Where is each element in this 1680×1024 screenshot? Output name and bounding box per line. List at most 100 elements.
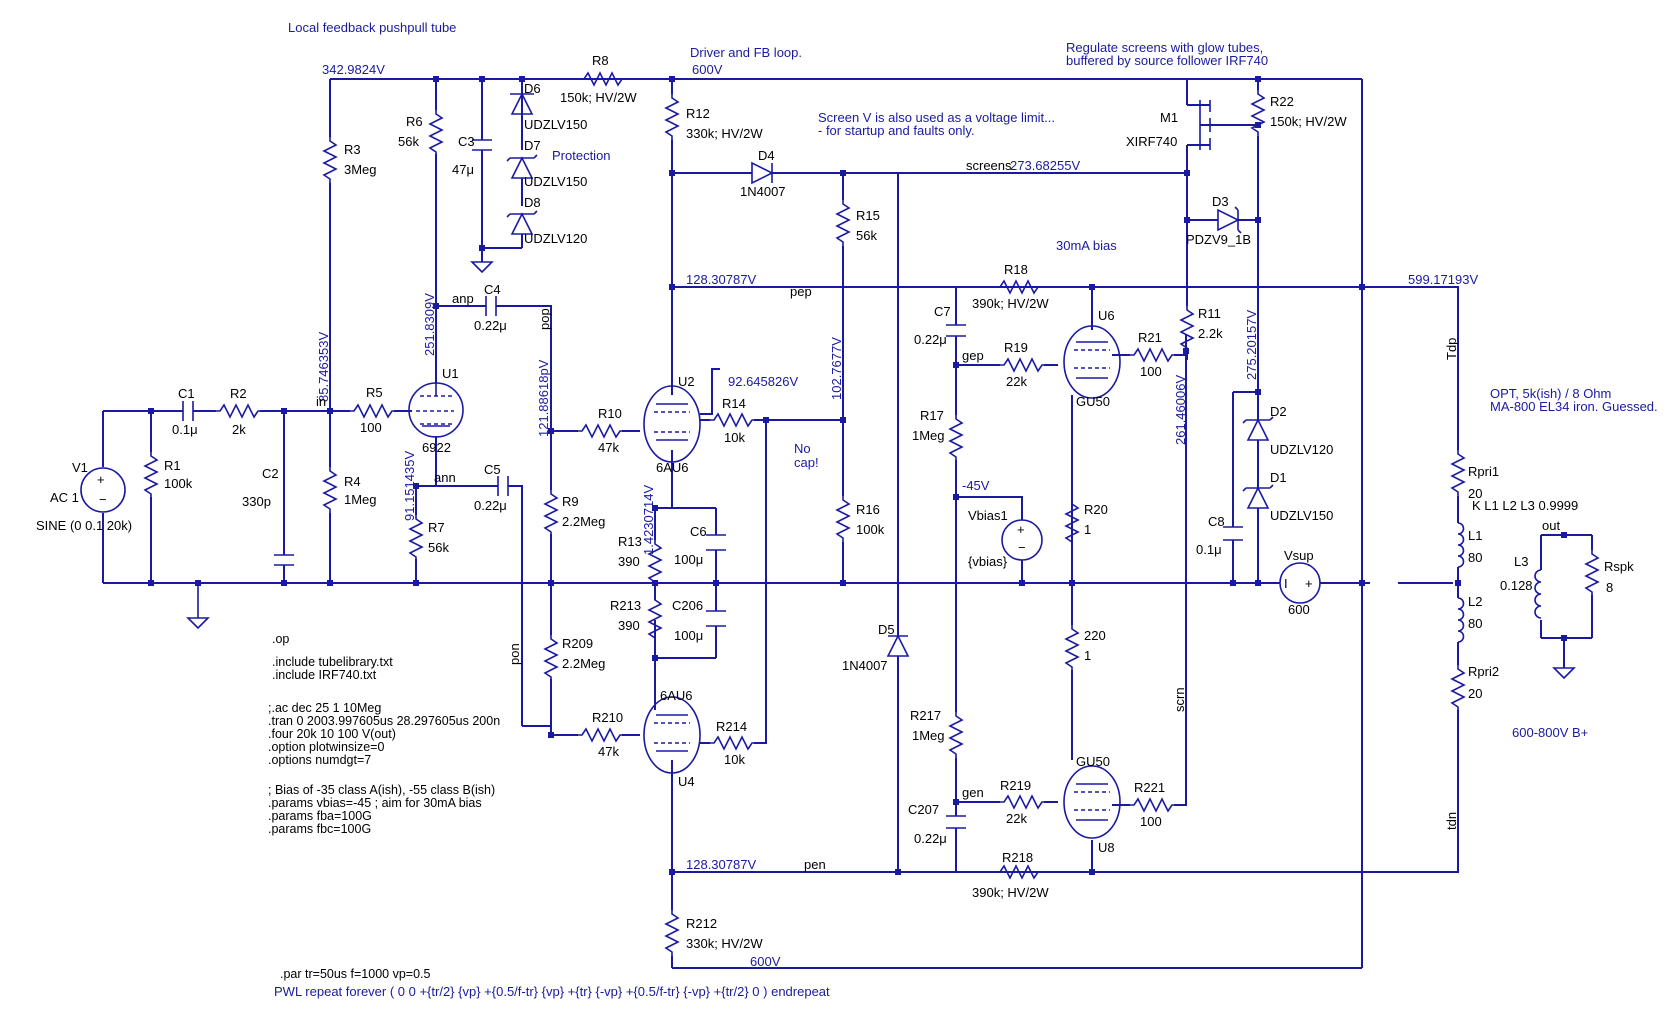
label-l1-value: 80 [1468,550,1482,565]
label-r213-name: R213 [610,598,641,613]
label-r6-value: 56k [398,134,419,149]
directive-9: .params vbias=-45 ; aim for 30mA bias [268,796,482,810]
label-d4-name: D4 [758,148,775,163]
label-u8-name: U8 [1098,840,1115,855]
voltage-600-top: 600V [692,62,723,77]
net-tdp: Tdp [1444,338,1459,360]
label-c4-value: 0.22μ [474,318,507,333]
label-r219-name: R219 [1000,778,1031,793]
label-d1-name: D1 [1270,470,1287,485]
directive-7: .options numdgt=7 [268,753,371,767]
net-anp: anp [452,291,474,306]
resistor-r212 [664,910,680,956]
label-vsup-value: 600 [1288,602,1310,617]
label-r22-value: 150k; HV/2W [1270,114,1347,129]
capacitor-c206 [706,610,726,627]
resistor-r12 [664,94,680,140]
label-r19-value: 22k [1006,374,1027,389]
svg-text:I: I [1284,576,1288,591]
label-d8-value: UDZLV120 [524,231,587,246]
resistor-r217 [948,712,964,758]
inductor-l2 [1457,597,1465,643]
label-vsup-name: Vsup [1284,548,1314,563]
resistor-r17 [948,415,964,460]
directive-12: .par tr=50us f=1000 vp=0.5 [280,967,431,981]
label-d7-value: UDZLV150 [524,174,587,189]
label-v1-extra: SINE (0 0.1 20k) [36,518,132,533]
resistor-r2 [216,403,260,419]
svg-text:−: − [1018,540,1026,555]
svg-text:+: + [1305,576,1313,591]
label-r214-value: 10k [724,752,745,767]
label-u4-name: U4 [678,774,695,789]
label-u2-value: 6AU6 [656,460,689,475]
label-r19-name: R19 [1004,340,1028,355]
label-r20-name: R20 [1084,502,1108,517]
label-r221-name: R221 [1134,780,1165,795]
directive-0: .op [272,632,289,646]
resistor-r11 [1179,306,1195,352]
comment-screenv-1: Screen V is also used as a voltage limit… [818,110,1055,125]
voltage-u1-plate: 251.8309V [422,293,437,356]
label-r12-name: R12 [686,106,710,121]
component-labels: V1 AC 1 SINE (0 0.1 20k) R1 100k C1 0.1μ… [36,53,1634,951]
net-ann: ann [434,470,456,485]
label-r14-value: 10k [724,430,745,445]
label-v1-value: AC 1 [50,490,79,505]
label-r6-name: R6 [406,114,423,129]
label-r3-value: 3Meg [344,162,377,177]
inductor-l3 [1534,569,1542,619]
label-r209-name: R209 [562,636,593,651]
label-c2-name: C2 [262,466,279,481]
tube-u6 [1063,325,1121,399]
zener-d6 [510,92,534,140]
label-r13-value: 390 [618,554,640,569]
resistor-r22 [1250,90,1266,136]
label-r212-value: 330k; HV/2W [686,936,763,951]
capacitor-c3 [472,139,492,151]
label-r10-value: 47k [598,440,619,455]
resistor-rpri1 [1450,450,1466,496]
label-rpri1-name: Rpri1 [1468,464,1499,479]
directive-2: .include IRF740.txt [272,668,377,682]
voltage-right-top: 599.17193V [1408,272,1478,287]
label-r4-name: R4 [344,474,361,489]
resistor-r16 [835,496,851,542]
comment-nocap-1: No [794,441,811,456]
label-l2-name: L2 [1468,594,1482,609]
label-c5-name: C5 [484,462,501,477]
net-in: in [316,394,326,409]
net-labels: in anp ann pep pen gep gen screens out p… [316,158,1560,872]
resistor-r14 [710,412,754,428]
label-v1-name: V1 [72,460,88,475]
label-d4-value: 1N4007 [740,184,786,199]
svg-text:−: − [99,492,107,507]
label-r212-name: R212 [686,916,717,931]
resistor-r221 [1130,797,1174,813]
label-d2-name: D2 [1270,404,1287,419]
label-c7-value: 0.22μ [914,332,947,347]
label-r14-name: R14 [722,396,746,411]
label-r213-value: 390 [618,618,640,633]
sources: +− +− I+ [80,467,1321,604]
label-r210-name: R210 [592,710,623,725]
label-l3-name: L3 [1514,554,1528,569]
resistor-rspk [1584,550,1600,595]
directive-1: .include tubelibrary.txt [272,655,393,669]
tube-u4 [643,696,701,774]
inductors [1457,522,1542,643]
resistor-r219 [1000,794,1044,810]
grounds [186,261,1576,680]
comment-pwl: PWL repeat forever ( 0 0 +{tr/2} {vp} +{… [274,984,830,999]
label-vbias1-name: Vbias1 [968,508,1008,523]
label-r1-value: 100k [164,476,193,491]
label-d8-name: D8 [524,195,541,210]
label-d6-name: D6 [524,81,541,96]
zener-d2 [1242,416,1274,441]
resistor-r209 [543,635,559,679]
label-r218-name: R218 [1002,850,1033,865]
label-u8-value: GU50 [1076,754,1110,769]
label-r217-value: 1Meg [912,728,945,743]
label-r12-value: 330k; HV/2W [686,126,763,141]
